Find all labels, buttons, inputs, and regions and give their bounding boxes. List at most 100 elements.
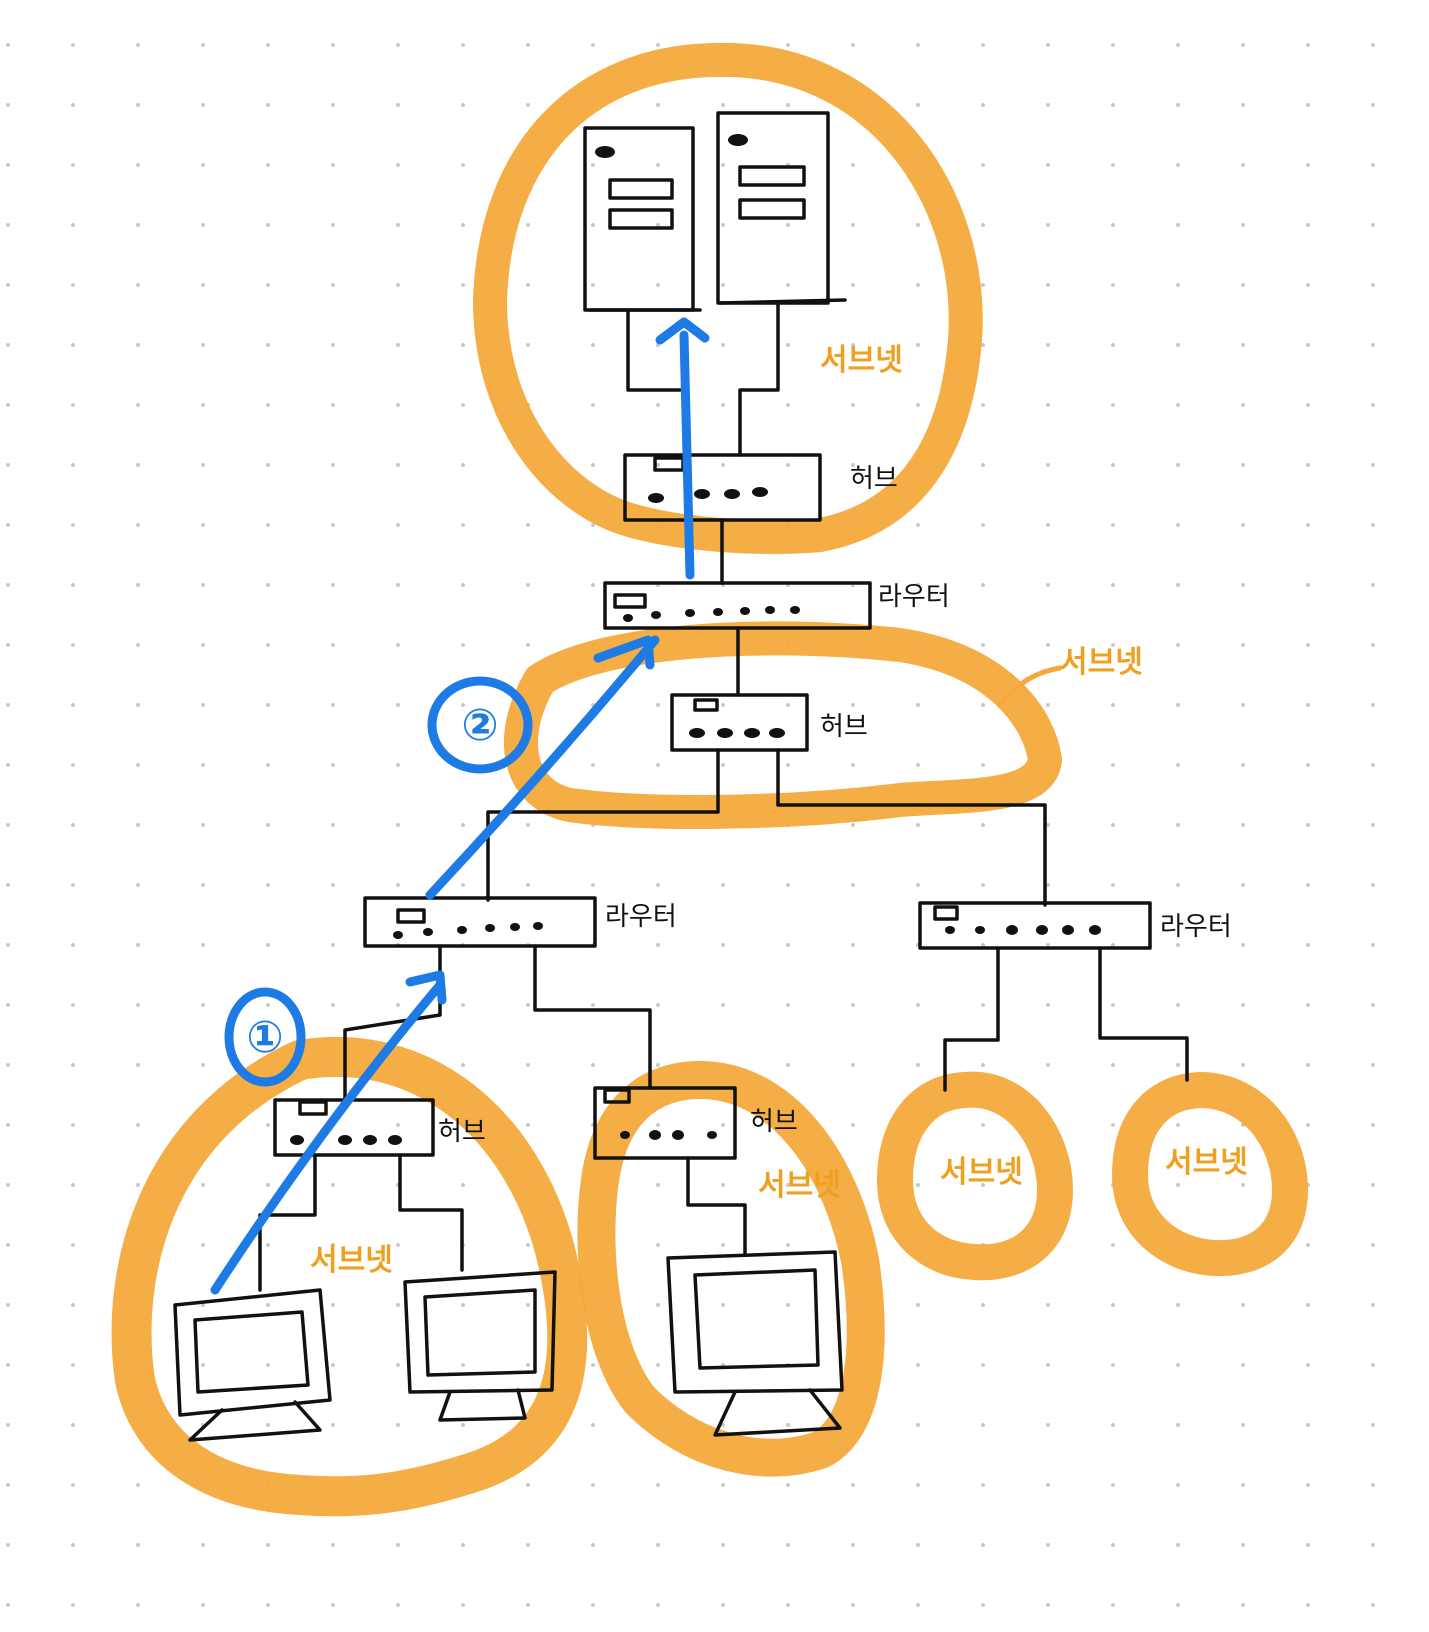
grid-dot: [981, 403, 985, 407]
grid-dot: [786, 943, 790, 947]
grid-dot: [1371, 1243, 1375, 1247]
grid-dot: [1046, 43, 1050, 47]
grid-dot: [721, 1543, 725, 1547]
grid-dot: [1306, 43, 1310, 47]
grid-dot: [331, 1303, 335, 1307]
subnet-ring-core-hub: [503, 621, 1062, 829]
grid-dot: [1306, 403, 1310, 407]
grid-dot: [136, 943, 140, 947]
grid-dot: [396, 163, 400, 167]
hub-icon: [593, 1086, 737, 1160]
grid-dot: [396, 463, 400, 467]
grid-dot: [1306, 1243, 1310, 1247]
grid-dot: [851, 163, 855, 167]
grid-dot: [461, 1063, 465, 1067]
subnet-label-middle-pc: 서브넷: [758, 1168, 841, 1203]
grid-dot: [71, 1123, 75, 1127]
grid-dot: [71, 523, 75, 527]
grid-dot: [981, 1483, 985, 1487]
grid-dot: [1176, 1003, 1180, 1007]
grid-dot: [851, 703, 855, 707]
grid-dot: [721, 943, 725, 947]
grid-dot: [266, 583, 270, 587]
grid-dot: [461, 223, 465, 227]
grid-dot: [266, 1003, 270, 1007]
grid-dot: [1306, 883, 1310, 887]
grid-dot: [396, 343, 400, 347]
grid-dot: [591, 163, 595, 167]
grid-dot: [136, 883, 140, 887]
grid-dot: [1111, 883, 1115, 887]
grid-dot: [461, 1303, 465, 1307]
grid-dot: [1176, 943, 1180, 947]
grid-dot: [1241, 1363, 1245, 1367]
grid-dot: [331, 643, 335, 647]
grid-dot: [981, 223, 985, 227]
grid-dot: [1046, 583, 1050, 587]
grid-dot: [71, 283, 75, 287]
grid-dot: [916, 103, 920, 107]
grid-dot: [396, 1543, 400, 1547]
grid-dot: [461, 1543, 465, 1547]
grid-dot: [1241, 163, 1245, 167]
grid-dot: [331, 163, 335, 167]
grid-dot: [1111, 823, 1115, 827]
grid-dot: [201, 763, 205, 767]
grid-dot: [201, 103, 205, 107]
grid-dot: [1371, 343, 1375, 347]
grid-dot: [721, 1303, 725, 1307]
grid-dot: [396, 763, 400, 767]
grid-dot: [526, 283, 530, 287]
grid-dot: [1046, 1603, 1050, 1607]
grid-dot: [71, 1423, 75, 1427]
grid-dot: [1111, 163, 1115, 167]
grid-dot: [656, 403, 660, 407]
grid-dot: [71, 1183, 75, 1187]
grid-dot: [526, 1123, 530, 1127]
grid-dot: [461, 1003, 465, 1007]
grid-dot: [201, 1063, 205, 1067]
grid-dot: [201, 1363, 205, 1367]
grid-dot: [201, 1003, 205, 1007]
grid-dot: [1176, 823, 1180, 827]
grid-dot: [396, 583, 400, 587]
grid-dot: [656, 283, 660, 287]
subnet-ring-left-pcs: [111, 1036, 588, 1517]
grid-dot: [1111, 943, 1115, 947]
grid-dot: [396, 823, 400, 827]
grid-dot: [396, 403, 400, 407]
grid-dot: [1241, 43, 1245, 47]
grid-dot: [1176, 283, 1180, 287]
grid-dot: [331, 583, 335, 587]
grid-dot: [461, 1183, 465, 1187]
grid-dot: [981, 703, 985, 707]
grid-dot: [266, 1183, 270, 1187]
grid-dot: [1241, 583, 1245, 587]
grid-dot: [786, 1483, 790, 1487]
grid-dot: [331, 823, 335, 827]
grid-dot: [1371, 223, 1375, 227]
grid-dot: [981, 583, 985, 587]
grid-dot: [656, 1303, 660, 1307]
grid-dot: [266, 823, 270, 827]
grid-dot: [331, 343, 335, 347]
grid-dot: [136, 403, 140, 407]
grid-dot: [1176, 583, 1180, 587]
grid-dot: [851, 1483, 855, 1487]
grid-dot: [331, 1603, 335, 1607]
grid-dot: [1046, 523, 1050, 527]
grid-dot: [136, 1003, 140, 1007]
grid-dot: [981, 1183, 985, 1187]
grid-dot: [1176, 1303, 1180, 1307]
grid-dot: [1046, 103, 1050, 107]
grid-dot: [916, 223, 920, 227]
grid-dot: [591, 343, 595, 347]
grid-dot: [136, 1183, 140, 1187]
grid-dot: [1306, 583, 1310, 587]
grid-dot: [591, 403, 595, 407]
grid-dot: [786, 1003, 790, 1007]
grid-dot: [981, 43, 985, 47]
grid-dot: [1111, 1543, 1115, 1547]
grid-dot: [266, 1123, 270, 1127]
grid-dot: [6, 1423, 10, 1427]
